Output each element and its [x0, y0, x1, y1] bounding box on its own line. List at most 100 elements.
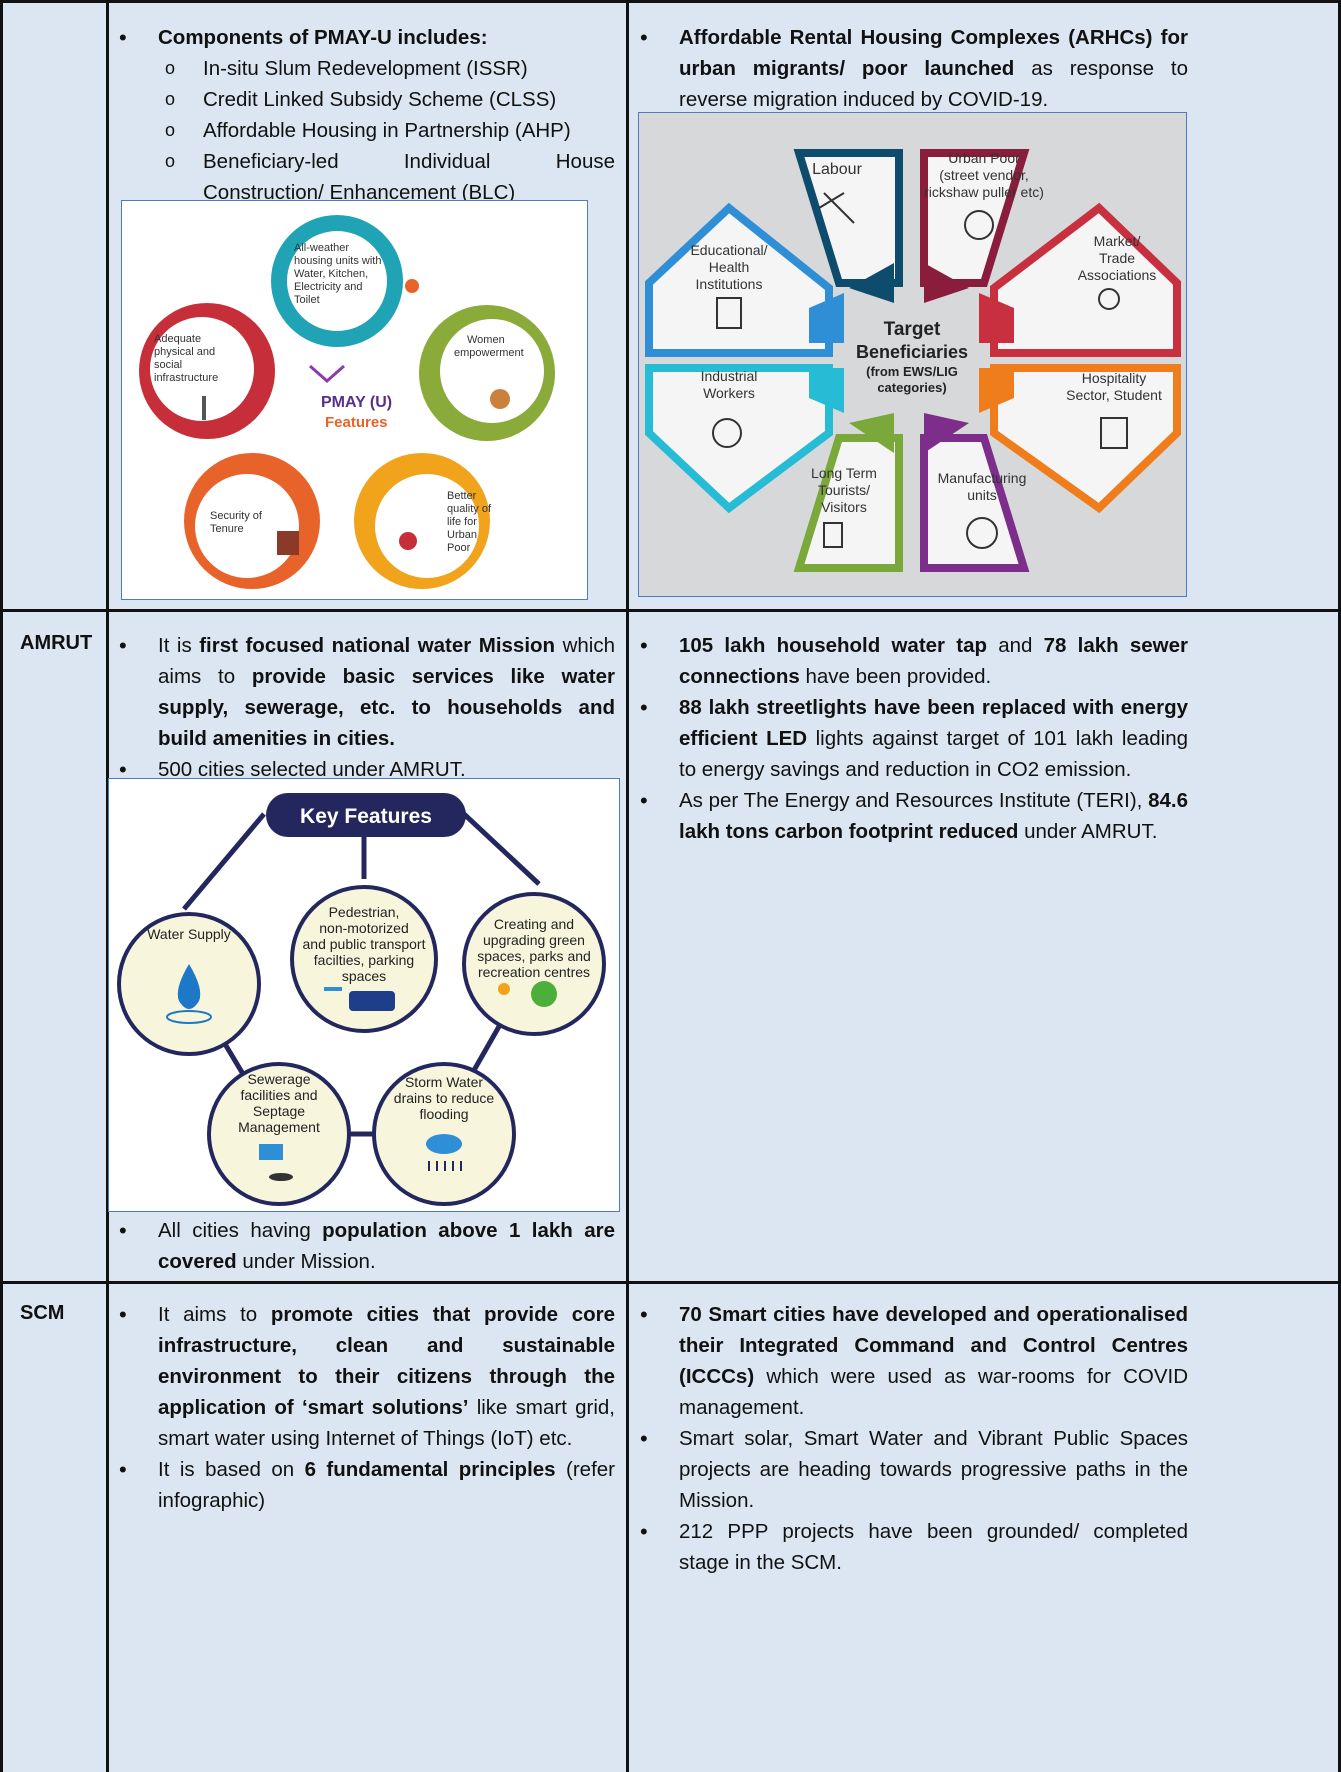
- svg-text:categories): categories): [877, 380, 946, 395]
- svg-text:housing units with: housing units with: [294, 255, 381, 267]
- svg-text:empowerment: empowerment: [454, 347, 524, 359]
- petal-urban-poor: [920, 149, 1030, 287]
- scm-description-cell: It aims to promote cities that provide c…: [109, 1299, 615, 1516]
- svg-text:social: social: [154, 359, 182, 371]
- svg-text:Storm Water: Storm Water: [405, 1074, 483, 1090]
- list-item: 500 cities selected under AMRUT.: [109, 754, 615, 785]
- row-divider-2: [0, 1281, 1341, 1284]
- label-labour: Labour: [812, 161, 862, 178]
- rain-icon: [428, 1161, 462, 1171]
- pmay-components-list: In-situ Slum Redevelopment (ISSR) Credit…: [158, 53, 615, 208]
- list-item: Smart solar, Smart Water and Vibrant Pub…: [630, 1423, 1188, 1516]
- beneficiaries-diagram: Target Beneficiaries (from EWS/LIG categ…: [645, 149, 1181, 572]
- svg-text:quality of: quality of: [447, 503, 492, 515]
- svg-text:drains to reduce: drains to reduce: [394, 1090, 495, 1106]
- target-beneficiaries-infographic: Target Beneficiaries (from EWS/LIG categ…: [638, 112, 1187, 597]
- svg-text:Visitors: Visitors: [821, 499, 867, 515]
- svg-text:Poor: Poor: [447, 542, 471, 554]
- svg-text:Electricity and: Electricity and: [294, 281, 362, 293]
- label-industrial: Industrial: [701, 368, 758, 384]
- hand-icon: [964, 210, 994, 240]
- svg-text:physical and: physical and: [154, 346, 215, 358]
- svg-text:Septage: Septage: [253, 1103, 305, 1119]
- list-item: In-situ Slum Redevelopment (ISSR): [158, 53, 615, 84]
- feature-text-right: Women: [467, 334, 505, 346]
- feature-sewerage: [207, 1062, 351, 1206]
- svg-text:(from EWS/LIG: (from EWS/LIG: [866, 364, 958, 379]
- svg-text:Water Supply: Water Supply: [147, 926, 231, 942]
- truck-icon: [259, 1144, 283, 1160]
- list-item: 105 lakh household water tap and 78 lakh…: [630, 630, 1188, 692]
- list-item: 88 lakh streetlights have been replaced …: [630, 692, 1188, 785]
- feature-text-bottom-left: Security of: [210, 510, 263, 522]
- svg-text:facilities and: facilities and: [240, 1087, 317, 1103]
- table-border-top: [0, 0, 1341, 3]
- list-item: Affordable Housing in Partnership (AHP): [158, 115, 615, 146]
- building-icon: [277, 531, 299, 555]
- svg-text:Tenure: Tenure: [210, 523, 244, 535]
- label-manufacturing: Manufacturing: [938, 470, 1027, 486]
- row-divider-1: [0, 609, 1341, 612]
- key-features-title-box: [266, 793, 466, 837]
- family-icon: [399, 532, 417, 550]
- pmay-logo-text: PMAY (U): [321, 394, 392, 411]
- cloud-icon: [426, 1134, 462, 1154]
- list-item: All cities having population above 1 lak…: [109, 1215, 615, 1277]
- svg-text:recreation centres: recreation centres: [478, 964, 590, 980]
- svg-text:upgrading green: upgrading green: [483, 932, 585, 948]
- svg-text:Toilet: Toilet: [294, 294, 320, 306]
- svg-text:Creating and: Creating and: [494, 916, 574, 932]
- petal-hospitality: [990, 364, 1181, 514]
- pmay-features-infographic: All-weather housing units with Water, Ki…: [121, 200, 588, 600]
- feature-green-spaces: [462, 892, 606, 1036]
- pmay-components-cell: Components of PMAY-U includes: In-situ S…: [109, 22, 615, 208]
- svg-text:life for: life for: [447, 516, 477, 528]
- feature-text-bottom-right: Better: [447, 490, 477, 502]
- svg-text:Urban: Urban: [447, 529, 477, 541]
- svg-text:spaces: spaces: [342, 968, 386, 984]
- svg-text:Institutions: Institutions: [696, 276, 763, 292]
- cog-wrench-icon: [966, 517, 998, 549]
- scm-achievements-cell: 70 Smart cities have developed and opera…: [630, 1299, 1188, 1578]
- svg-text:infrastructure: infrastructure: [154, 372, 218, 384]
- pmay-logo-subtext: Features: [325, 414, 388, 431]
- amrut-achievements-cell: 105 lakh household water tap and 78 lakh…: [630, 630, 1188, 847]
- water-drop-icon: [177, 964, 201, 1009]
- table-divider-2: [626, 0, 629, 1772]
- list-item: It is first focused national water Missi…: [109, 630, 615, 754]
- table-border-right: [1338, 0, 1341, 1772]
- arhc-cell: Affordable Rental Housing Complexes (ARH…: [630, 22, 1188, 115]
- list-item: 70 Smart cities have developed and opera…: [630, 1299, 1188, 1423]
- globe-icon: [1098, 288, 1120, 310]
- house-logo-icon: [309, 364, 345, 384]
- ripple-icon: [166, 1010, 212, 1024]
- key-features-title: Key Features: [300, 805, 432, 828]
- utility-icon: [405, 279, 419, 293]
- list-item: Beneficiary-led Individual House Constru…: [158, 146, 615, 208]
- wrench-icon: [818, 192, 855, 224]
- feature-text-top: All-weather: [294, 242, 349, 254]
- row-label-amrut: AMRUT: [20, 632, 93, 654]
- svg-text:Sector, Student: Sector, Student: [1066, 387, 1162, 403]
- amrut-key-features-infographic: Key Features Water Supply Pedestrian, no…: [108, 778, 620, 1212]
- svg-text:Sewerage: Sewerage: [247, 1071, 310, 1087]
- manhole-icon: [269, 1173, 293, 1181]
- woman-icon: [490, 389, 510, 409]
- svg-text:(street vendor,: (street vendor,: [939, 167, 1029, 183]
- svg-text:Tourists/: Tourists/: [818, 482, 870, 498]
- svg-text:non-motorized: non-motorized: [319, 920, 409, 936]
- list-item: Credit Linked Subsidy Scheme (CLSS): [158, 84, 615, 115]
- tree-icon: [531, 981, 557, 1007]
- table-divider-1: [106, 0, 109, 1772]
- pmay-features-diagram: All-weather housing units with Water, Ki…: [139, 215, 555, 589]
- bus-icon: [349, 991, 395, 1011]
- list-item: It aims to promote cities that provide c…: [109, 1299, 615, 1454]
- list-item: Components of PMAY-U includes: In-situ S…: [109, 22, 615, 208]
- amrut-description-cell: It is first focused national water Missi…: [109, 630, 615, 785]
- label-educational: Educational/: [690, 242, 767, 258]
- svg-text:units: units: [967, 487, 997, 503]
- petal-industrial: [645, 364, 833, 514]
- svg-text:Workers: Workers: [703, 385, 755, 401]
- label-tourists: Long Term: [811, 465, 877, 481]
